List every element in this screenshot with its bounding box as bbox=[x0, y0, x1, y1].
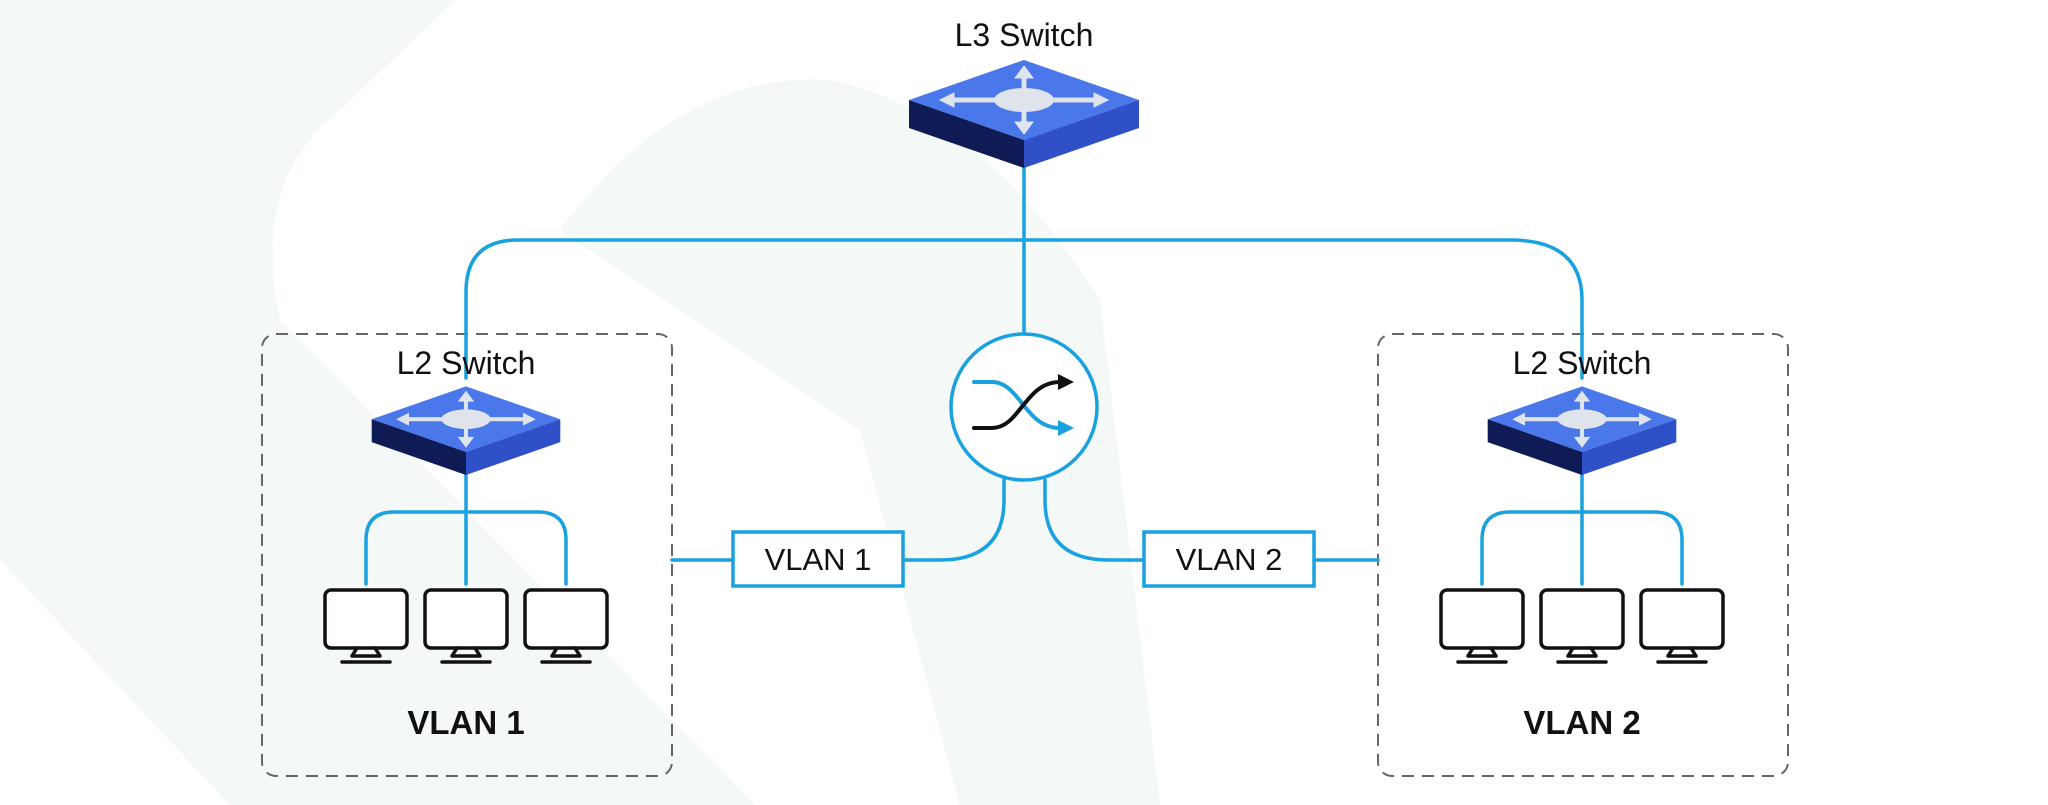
router bbox=[949, 332, 1099, 482]
link-trunk bbox=[464, 238, 1584, 380]
l2-switch-right-icon bbox=[1488, 386, 1677, 475]
l2-switch-left: L2 Switch bbox=[372, 345, 561, 475]
vlan2-tag-label: VLAN 2 bbox=[1176, 542, 1283, 577]
link-l2-left-hosts bbox=[364, 510, 568, 586]
l2-switch-left-label: L2 Switch bbox=[397, 345, 536, 381]
l3-switch: L3 Switch bbox=[909, 17, 1139, 168]
link-vlan1-right bbox=[901, 478, 1006, 562]
vlan1-group-label: VLAN 1 bbox=[407, 704, 524, 741]
link-l2-right-hosts bbox=[1480, 510, 1684, 586]
l2-switch-right-label: L2 Switch bbox=[1513, 345, 1652, 381]
vlan2-tag: VLAN 2 bbox=[1142, 530, 1316, 588]
vlan1-tag: VLAN 1 bbox=[731, 530, 905, 588]
links bbox=[364, 166, 1684, 586]
pc-icon bbox=[1639, 588, 1725, 664]
l3-switch-label: L3 Switch bbox=[955, 17, 1094, 53]
vlan1-tag-label: VLAN 1 bbox=[765, 542, 872, 577]
pc-icon bbox=[1539, 588, 1625, 664]
link-vlan2-left bbox=[1043, 478, 1146, 562]
background-shapes bbox=[0, 0, 1160, 805]
vlan2-hosts bbox=[1439, 588, 1725, 664]
crossing-arrows-icon bbox=[972, 374, 1074, 436]
vlan2-group-label: VLAN 2 bbox=[1523, 704, 1640, 741]
l2-switch-right: L2 Switch bbox=[1488, 345, 1677, 475]
pc-icon bbox=[1439, 588, 1525, 664]
